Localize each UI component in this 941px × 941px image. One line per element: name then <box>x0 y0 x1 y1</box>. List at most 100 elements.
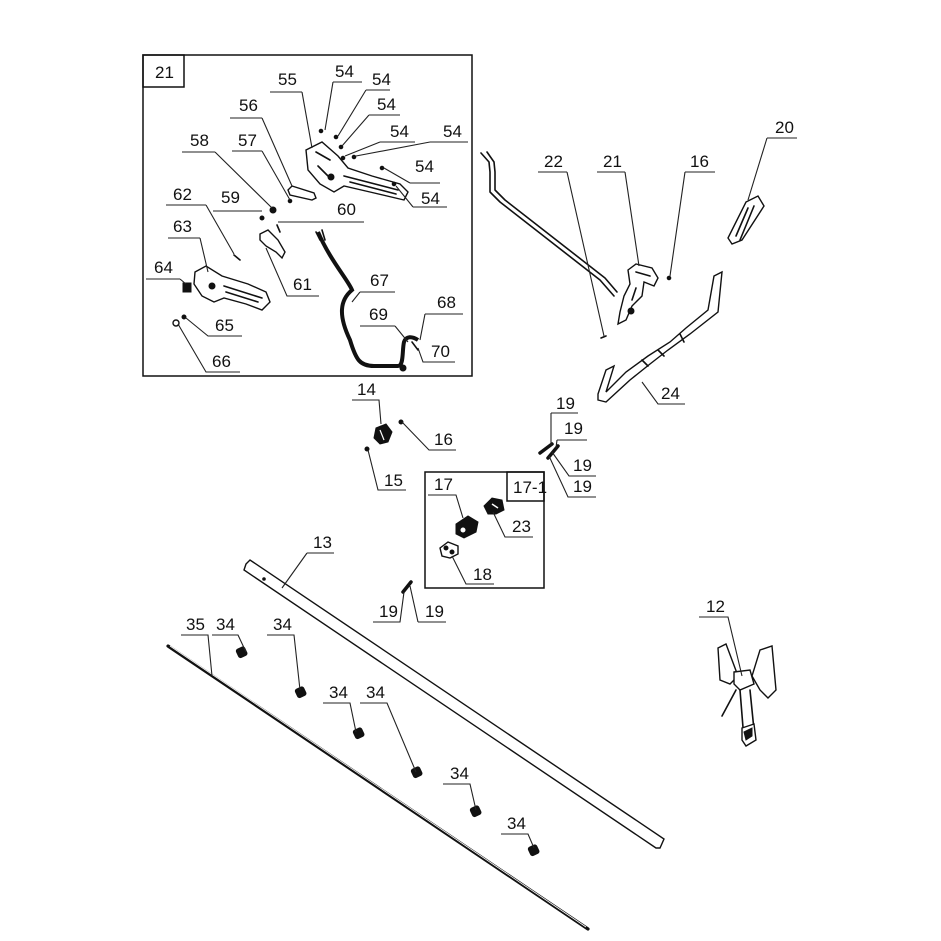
part-58-nut <box>269 206 277 214</box>
part-67-wire-end <box>315 229 326 241</box>
labels-middle: 14 16 15 19 19 19 19 <box>357 380 592 496</box>
part-17-clamp-half <box>455 515 479 539</box>
labels-inset-21: 54 54 54 54 54 54 54 55 56 57 58 59 60 6… <box>154 62 462 371</box>
callout-34: 34 <box>450 764 469 783</box>
leaders-upper-right <box>538 137 797 405</box>
inset-box-17-1: 17-1 <box>424 471 547 589</box>
part-13-shaft-tube <box>243 559 665 849</box>
part-23-clamp-half <box>483 497 505 515</box>
callout-65: 65 <box>215 316 234 335</box>
callout-16: 16 <box>434 430 453 449</box>
callout-61: 61 <box>293 275 312 294</box>
part-66-washer <box>172 319 180 327</box>
callout-23: 23 <box>512 517 531 536</box>
labels-inset-17-1: 17 23 18 <box>434 475 531 584</box>
inset-21-frame <box>142 54 473 377</box>
callout-12: 12 <box>706 597 725 616</box>
part-56-lever <box>287 185 317 201</box>
callout-16: 16 <box>690 152 709 171</box>
callout-54: 54 <box>390 122 409 141</box>
callout-22: 22 <box>544 152 563 171</box>
callout-56: 56 <box>239 96 258 115</box>
inset-21-tag-box <box>142 54 185 88</box>
callout-19: 19 <box>573 456 592 475</box>
callout-21: 21 <box>603 152 622 171</box>
callout-34: 34 <box>366 683 385 702</box>
part-35-drive-shaft <box>166 644 590 931</box>
callout-57: 57 <box>238 131 257 150</box>
inset-17-1-tag: 17-1 <box>513 478 547 497</box>
callout-60: 60 <box>337 200 356 219</box>
callout-70: 70 <box>431 342 450 361</box>
callout-54: 54 <box>421 189 440 208</box>
part-61-trigger <box>259 229 286 260</box>
callout-19: 19 <box>556 394 575 413</box>
inset-17-1-tag-box <box>506 471 545 502</box>
part-21-handle <box>617 263 659 326</box>
part-22-screw <box>600 335 607 339</box>
callout-14: 14 <box>357 380 376 399</box>
part-59-screw <box>259 215 265 221</box>
leaders-inset-17-1 <box>428 494 533 585</box>
part-16-screw <box>398 419 404 425</box>
labels-upper-right: 22 21 16 20 24 <box>544 118 794 403</box>
callout-62: 62 <box>173 185 192 204</box>
callout-55: 55 <box>278 70 297 89</box>
callout-24: 24 <box>661 384 680 403</box>
leaders-lower <box>181 552 535 849</box>
labels-lower: 13 35 34 34 34 34 34 34 <box>186 533 526 833</box>
callout-54: 54 <box>377 95 396 114</box>
part-55-housing <box>305 141 409 201</box>
callout-54: 54 <box>415 157 434 176</box>
callout-34: 34 <box>329 683 348 702</box>
callout-20: 20 <box>775 118 794 137</box>
callout-35: 35 <box>186 615 205 634</box>
callout-63: 63 <box>173 217 192 236</box>
callout-17: 17 <box>434 475 453 494</box>
part-60-pin <box>276 224 281 233</box>
part-65-screw <box>181 314 187 320</box>
callout-68: 68 <box>437 293 456 312</box>
part-12-harness <box>717 643 777 747</box>
part-70-terminal <box>399 364 407 372</box>
callout-66: 66 <box>212 352 231 371</box>
part-64-switch <box>182 282 192 293</box>
callout-54: 54 <box>443 122 462 141</box>
callout-19: 19 <box>425 602 444 621</box>
callout-13: 13 <box>313 533 332 552</box>
inset-21-tag: 21 <box>155 63 174 82</box>
part-69-terminal <box>411 341 419 351</box>
part-54-screws <box>318 128 397 187</box>
leaders-middle <box>352 399 596 498</box>
throttle-cable <box>480 152 615 297</box>
callout-34: 34 <box>507 814 526 833</box>
callout-64: 64 <box>154 258 173 277</box>
part-14-clamp <box>373 423 393 445</box>
part-20-grip <box>727 195 765 245</box>
inset-17-1-frame <box>424 471 545 589</box>
callout-59: 59 <box>221 188 240 207</box>
callout-54: 54 <box>372 70 391 89</box>
part-62-pin <box>233 254 241 261</box>
part-19-bolts-lower <box>401 580 413 594</box>
callout-69: 69 <box>369 305 388 324</box>
throttle-cable-outline <box>486 151 618 293</box>
callout-34: 34 <box>216 615 235 634</box>
callout-19: 19 <box>379 602 398 621</box>
callout-67: 67 <box>370 271 389 290</box>
inset-box-21: 21 <box>142 54 473 377</box>
leaders-inset-21 <box>146 81 468 373</box>
callout-54: 54 <box>335 62 354 81</box>
callout-58: 58 <box>190 131 209 150</box>
callout-34: 34 <box>273 615 292 634</box>
callout-19: 19 <box>564 419 583 438</box>
callout-18: 18 <box>473 565 492 584</box>
part-34-bushings <box>235 646 540 857</box>
leader-12 <box>699 616 743 677</box>
part-24-handlebar <box>597 270 723 403</box>
part-18-clamp-plate <box>439 541 459 559</box>
part-16-screw <box>666 275 672 281</box>
leaders-lower-19 <box>373 585 446 623</box>
callout-15: 15 <box>384 471 403 490</box>
